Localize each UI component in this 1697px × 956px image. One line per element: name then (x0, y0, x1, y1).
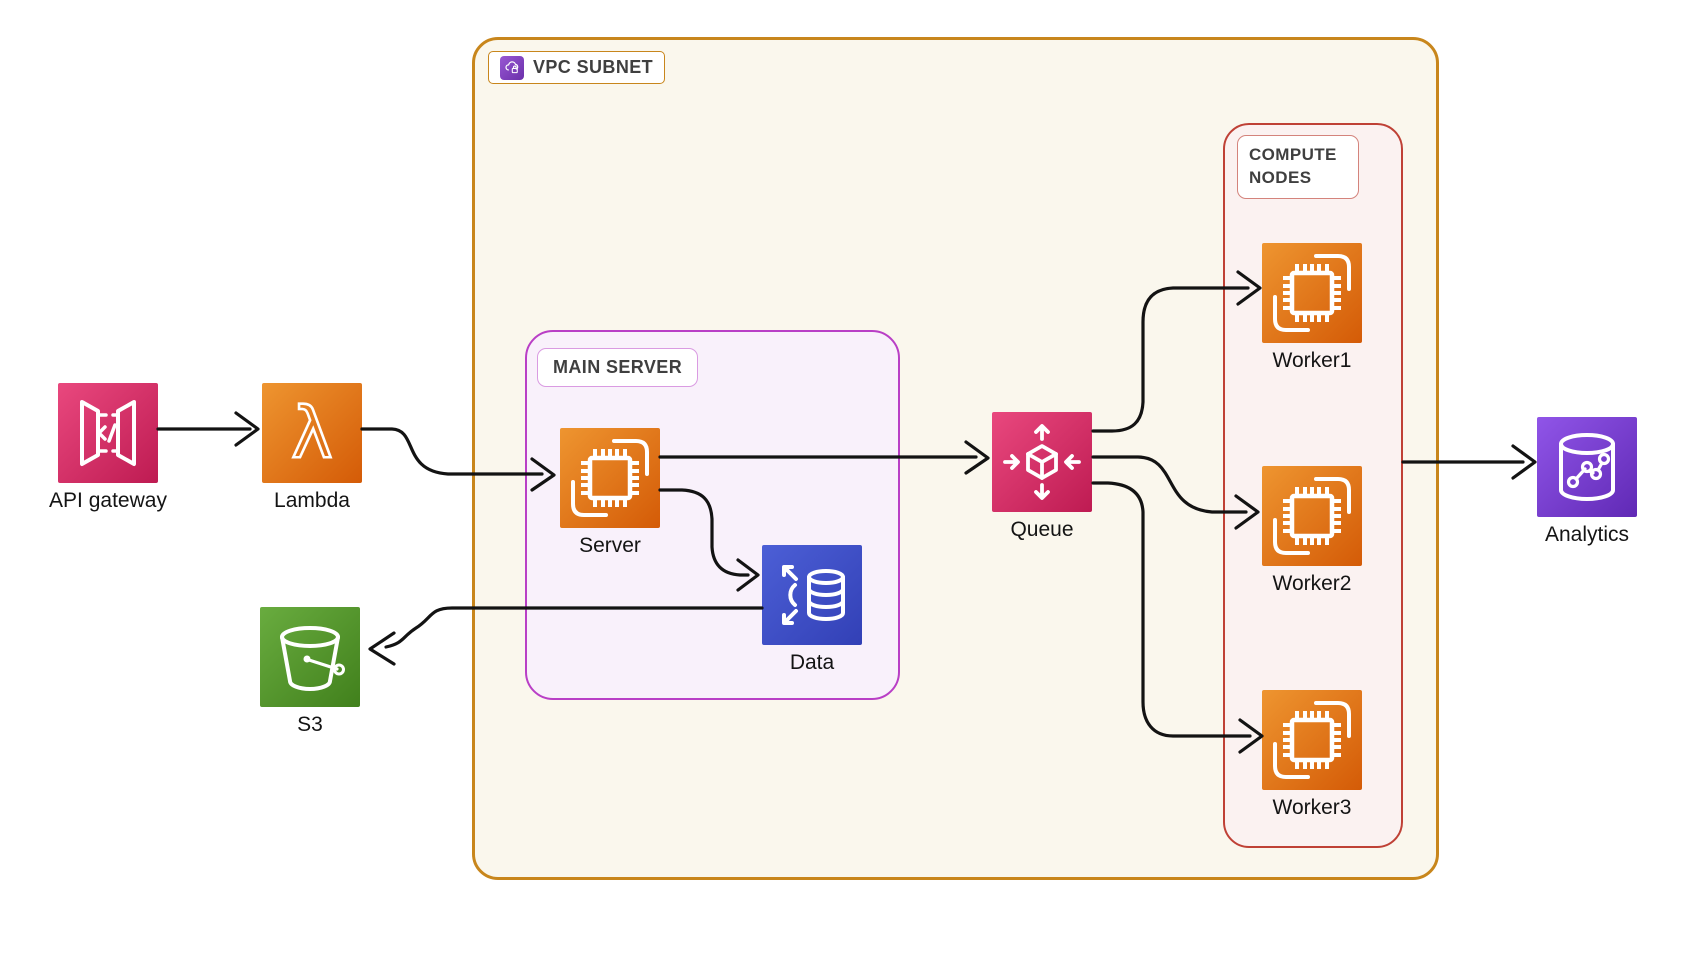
node-worker2: Worker2 (1262, 466, 1362, 595)
node-s3: S3 (260, 607, 360, 736)
worker3-label: Worker3 (1272, 796, 1352, 819)
lambda-icon: λ (262, 383, 362, 483)
node-server: Server (560, 428, 660, 557)
node-data: Data (762, 545, 862, 674)
server-chip-icon (1262, 690, 1362, 790)
api-gateway-icon (58, 383, 158, 483)
vpc-subnet-label-text: VPC SUBNET (533, 57, 654, 77)
arrowhead-s3 (368, 631, 396, 666)
compute-nodes-label: COMPUTE NODES (1237, 135, 1359, 199)
server-label: Server (579, 534, 641, 557)
queue-cube-icon (992, 412, 1092, 512)
node-queue: Queue (992, 412, 1092, 541)
analytics-cylinder-icon (1537, 417, 1637, 517)
server-chip-icon (1262, 466, 1362, 566)
analytics-label: Analytics (1544, 523, 1630, 546)
vpc-cloud-icon (500, 55, 524, 80)
main-server-label-text: MAIN SERVER (553, 357, 683, 377)
compute-nodes-label-text: COMPUTE NODES (1249, 145, 1337, 187)
svg-text:λ: λ (291, 392, 332, 474)
arrowhead-analytics (1511, 444, 1537, 480)
server-chip-icon (1262, 243, 1362, 343)
node-worker1: Worker1 (1262, 243, 1362, 372)
worker2-label: Worker2 (1272, 572, 1352, 595)
worker1-label: Worker1 (1272, 349, 1352, 372)
node-worker3: Worker3 (1262, 690, 1362, 819)
server-chip-icon (560, 428, 660, 528)
s3-bucket-icon (260, 607, 360, 707)
arrowhead-lambda (234, 411, 260, 447)
vpc-subnet-label: VPC SUBNET (488, 51, 666, 84)
api-gateway-label: API gateway (49, 489, 167, 512)
database-scale-icon (762, 545, 862, 645)
s3-label: S3 (297, 713, 323, 736)
node-lambda: λ Lambda (262, 383, 362, 512)
queue-label: Queue (1010, 518, 1074, 541)
data-label: Data (789, 651, 835, 674)
node-api-gateway: API gateway (49, 383, 167, 512)
node-analytics: Analytics (1537, 417, 1637, 546)
main-server-label: MAIN SERVER (537, 348, 699, 387)
lambda-label: Lambda (274, 489, 350, 512)
